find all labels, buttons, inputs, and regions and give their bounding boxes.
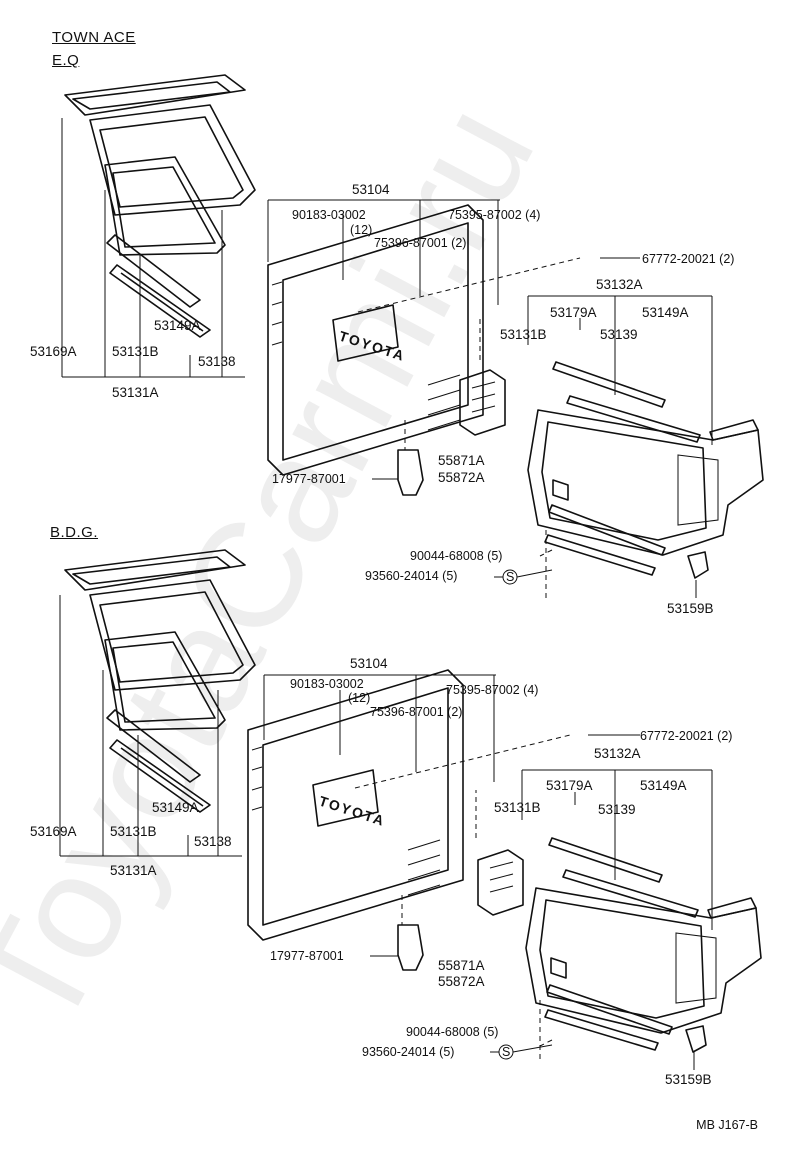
bdg-left-l2: 53131B [110, 824, 157, 839]
bdg-left-l5: 53131A [110, 863, 157, 878]
bdg-washer: 93560-24014 (5) [362, 1045, 454, 1059]
eq-m2: 53139 [600, 327, 638, 342]
bdg-clip-qty: (12) [348, 691, 370, 705]
eq-bracket-r: 55871A [438, 453, 485, 468]
eq-m1: 53179A [550, 305, 597, 320]
grille-frame-eq [527, 409, 764, 556]
section-eq: 53169A 53131B 53138 53149A 53131A 53104 … [30, 74, 764, 616]
diagram-code: MB J167-B [696, 1118, 758, 1132]
bracket-bdg [477, 849, 524, 916]
eq-bracket-l: 55872A [438, 470, 485, 485]
eq-clip-qty: (12) [350, 223, 372, 237]
model-title: TOWN ACE [52, 29, 136, 46]
eq-left-l5: 53131A [112, 385, 159, 400]
eq-bracket: 17977-87001 [272, 472, 346, 486]
eq-cap: 53159B [667, 601, 714, 616]
bdg-bolt: 90044-68008 (5) [406, 1025, 498, 1039]
eq-m3: 53149A [642, 305, 689, 320]
bdg-left-l4: 53149A [152, 800, 199, 815]
bdg-clip: 90183-03002 [290, 677, 364, 691]
bdg-bracket-l: 55872A [438, 974, 485, 989]
bdg-bracket: 17977-87001 [270, 949, 344, 963]
left-grille-moldings-eq [64, 74, 256, 338]
eq-left-l3: 53138 [198, 354, 236, 369]
eq-emblem-nut: 75395-87002 (4) [448, 208, 540, 222]
section-bdg: 53169A 53131B 53138 53149A 53131A 53104 … [30, 549, 762, 1087]
eq-washer: 93560-24014 (5) [365, 569, 457, 583]
bdg-m2: 53139 [598, 802, 636, 817]
bdg-emblem-nut: 75395-87002 (4) [446, 683, 538, 697]
bdg-m1: 53179A [546, 778, 593, 793]
bdg-left-l3: 53138 [194, 834, 232, 849]
eq-clip: 90183-03002 [292, 208, 366, 222]
eq-bolt: 90044-68008 (5) [410, 549, 502, 563]
bdg-nut: 75396-87001 (2) [370, 705, 462, 719]
svg-text:S: S [502, 1045, 510, 1059]
bdg-cap: 53159B [665, 1072, 712, 1087]
variant-label-eq: E.Q [52, 52, 80, 69]
bdg-m4: 53131B [494, 800, 541, 815]
eq-left-l4: 53149A [154, 318, 201, 333]
variant-label-bdg: B.D.G. [50, 524, 99, 541]
bdg-assy: 53132A [594, 746, 641, 761]
bdg-grille: 53104 [350, 656, 388, 671]
eq-screw: 67772-20021 (2) [642, 252, 734, 266]
eq-left-l2: 53131B [112, 344, 159, 359]
eq-nut: 75396-87001 (2) [374, 236, 466, 250]
bdg-screw: 67772-20021 (2) [640, 729, 732, 743]
grille-frame-bdg [525, 887, 762, 1034]
eq-m4: 53131B [500, 327, 547, 342]
eq-left-l1: 53169A [30, 344, 77, 359]
bdg-left-l1: 53169A [30, 824, 77, 839]
svg-text:S: S [506, 570, 514, 584]
eq-assy: 53132A [596, 277, 643, 292]
bdg-m3: 53149A [640, 778, 687, 793]
watermark: ToyotaCarmi.ru [0, 78, 566, 1055]
bdg-bracket-r: 55871A [438, 958, 485, 973]
eq-grille: 53104 [352, 182, 390, 197]
clip-bdg [397, 924, 424, 971]
